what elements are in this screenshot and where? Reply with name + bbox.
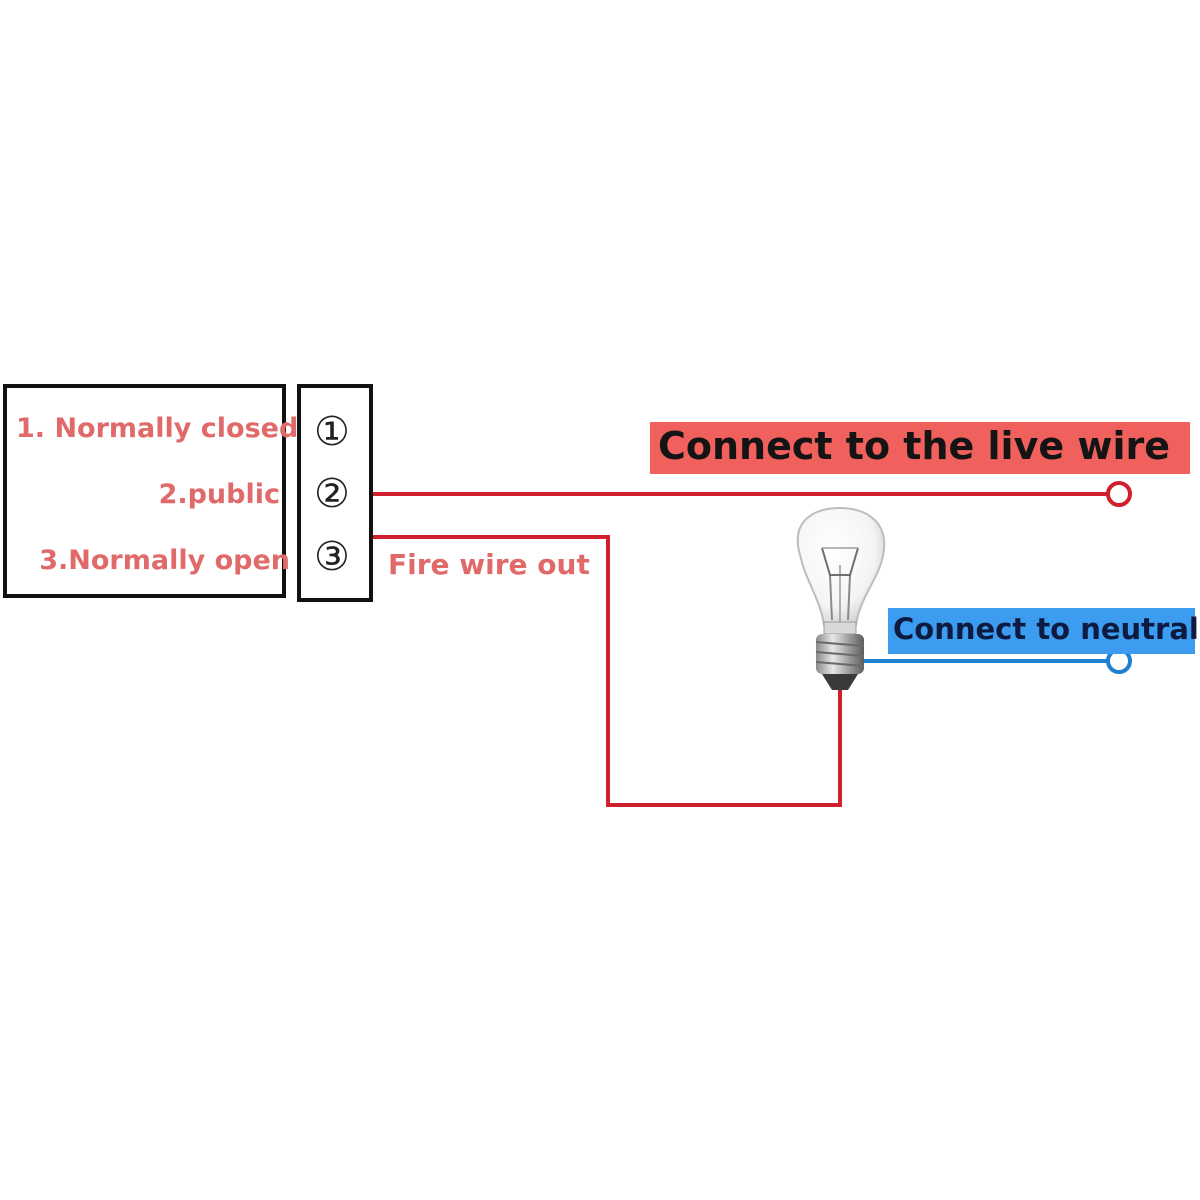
live-wire-label: Connect to the live wire <box>658 424 1170 468</box>
terminal-label-public: 2.public <box>158 479 280 510</box>
terminal-label-normally-open: 3.Normally open <box>39 545 290 576</box>
terminal-number-1: ① <box>314 409 350 455</box>
terminal-number-box <box>297 384 373 602</box>
fire-wire <box>373 535 842 807</box>
neutral-label: Connect to neutral <box>893 612 1199 646</box>
terminal-number-2: ② <box>314 471 350 517</box>
fire-wire-label: Fire wire out <box>388 548 590 581</box>
live-wire-highlight <box>650 422 1190 474</box>
terminal-label-normally-closed: 1. Normally closed <box>16 413 299 444</box>
neutral-highlight <box>888 608 1195 654</box>
light-bulb-icon <box>796 506 885 690</box>
terminal-label-box <box>3 384 286 598</box>
live-terminal-ring-icon <box>1106 481 1132 507</box>
terminal-number-3: ③ <box>314 534 350 580</box>
